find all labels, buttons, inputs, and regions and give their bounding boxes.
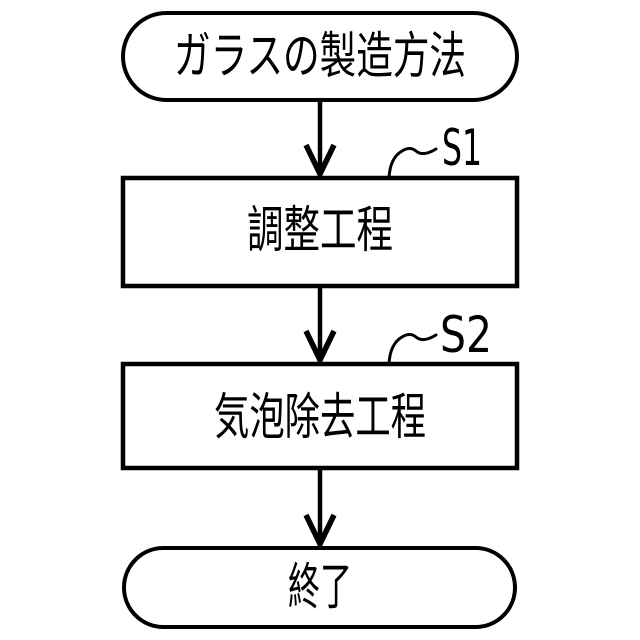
arrow-head <box>303 143 337 181</box>
flow-arrow-1 <box>303 99 337 181</box>
start-node: ガラスの製造方法 <box>121 11 519 102</box>
arrow-head <box>303 513 337 551</box>
end-node: 終了 <box>122 546 517 629</box>
step-s1-label: 調整工程 <box>247 201 393 259</box>
flow-arrow-2 <box>303 287 337 367</box>
end-node-shape <box>122 546 517 629</box>
end-node-label: 終了 <box>288 558 352 616</box>
step-s1-node: 調整工程 S1 <box>120 119 520 289</box>
step-s1-box <box>120 175 520 289</box>
step-s2-box <box>120 361 520 471</box>
step-s2-node: 気泡除去工程 S2 <box>120 306 520 471</box>
start-node-label: ガラスの製造方法 <box>174 27 466 85</box>
s2-leader-line <box>387 333 438 366</box>
flow-arrow-3 <box>303 469 337 551</box>
s1-leader-line <box>387 147 438 180</box>
s1-ref-label: S1 <box>442 119 482 177</box>
arrow-head <box>303 329 337 367</box>
s2-ref-label: S2 <box>440 306 492 364</box>
step-s2-label: 気泡除去工程 <box>214 388 426 446</box>
